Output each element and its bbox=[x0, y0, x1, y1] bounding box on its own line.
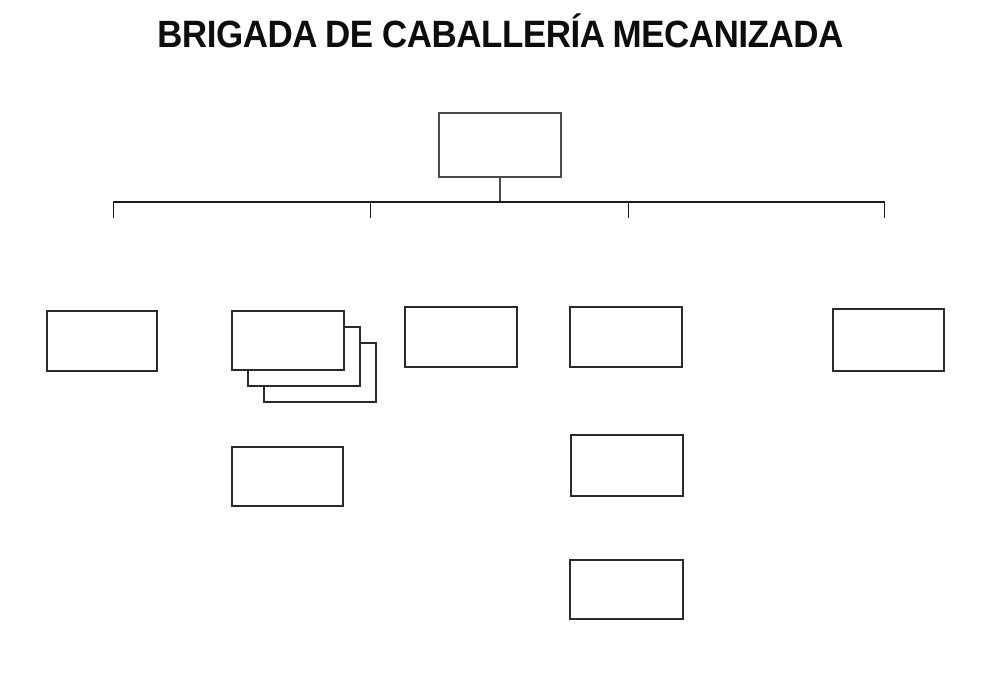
unit-box-2-stack[interactable] bbox=[231, 310, 395, 406]
page-title: BRIGADA DE CABALLERÍA MECANIZADA bbox=[157, 14, 843, 56]
branch-stub-2 bbox=[370, 202, 371, 218]
branch-stub-1 bbox=[113, 202, 114, 218]
unit-box-5[interactable] bbox=[832, 308, 945, 372]
unit-box-8[interactable] bbox=[569, 559, 684, 620]
root-unit-box[interactable] bbox=[438, 112, 562, 178]
branch-stub-4 bbox=[884, 202, 885, 218]
unit-box-7[interactable] bbox=[570, 434, 684, 497]
root-connector-line bbox=[499, 178, 501, 202]
branch-stub-3 bbox=[628, 202, 629, 218]
unit-box-3[interactable] bbox=[404, 306, 518, 368]
unit-box-1[interactable] bbox=[46, 310, 158, 372]
branch-bus-line bbox=[113, 201, 885, 203]
unit-box-6[interactable] bbox=[231, 446, 344, 507]
unit-box-2[interactable] bbox=[231, 310, 345, 371]
unit-box-4[interactable] bbox=[569, 306, 683, 368]
